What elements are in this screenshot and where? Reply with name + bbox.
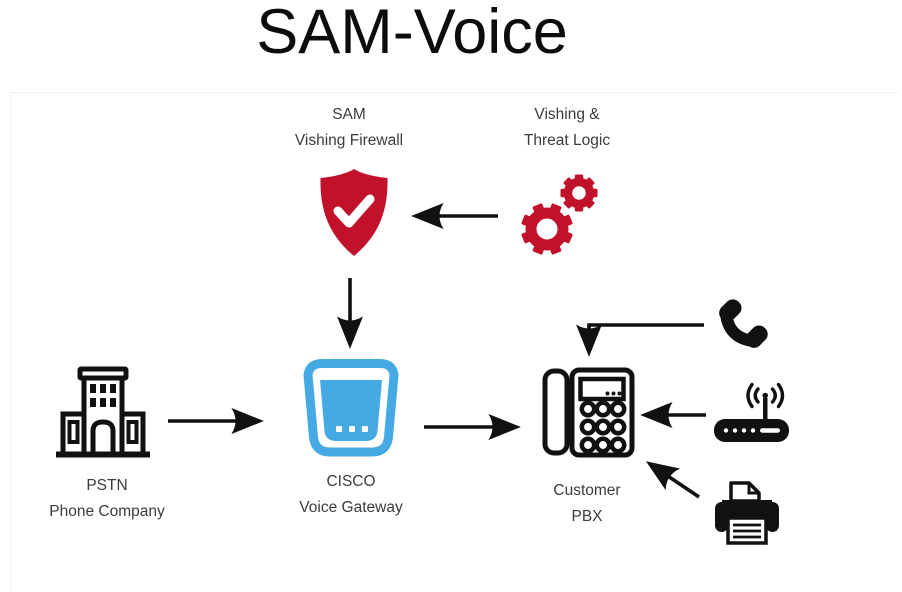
phone-handset-icon (708, 291, 776, 359)
page-title: SAM-Voice (256, 0, 568, 67)
voice-gateway-icon (292, 358, 410, 461)
pstn-label: PSTN Phone Company (49, 477, 165, 520)
firewall-label: SAM Vishing Firewall (294, 106, 404, 149)
voice-gateway-label: CISCO Voice Gateway (299, 473, 403, 516)
arrow-fax-to-pbx (645, 461, 701, 499)
threat-logic-label: Vishing & Threat Logic (523, 106, 611, 149)
wireless-router-icon (712, 382, 790, 445)
building-icon (56, 365, 150, 458)
customer-pbx-label: Customer PBX (553, 482, 621, 525)
fax-machine-icon (714, 481, 780, 545)
gears-icon (506, 169, 602, 261)
diagram-canvas: SAM Vishing Firewall Vishing & Threat Lo… (10, 92, 898, 592)
desk-phone-icon (541, 367, 636, 458)
arrow-handset-to-pbx (576, 323, 704, 357)
shield-check-icon (313, 166, 395, 260)
